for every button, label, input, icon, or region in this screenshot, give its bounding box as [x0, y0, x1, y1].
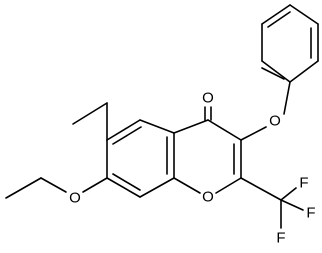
phenoxy-oxygen-label: O: [269, 113, 281, 130]
bond-ph1-ph2: [261, 60, 291, 83]
bond-ph3-ph4: [261, 4, 291, 25]
fluorine-bottom-label: F: [276, 230, 285, 247]
bond-ph4-ph5: [289, 4, 319, 25]
bond-ethoxy-ch2-ch3: [5, 177, 42, 199]
fluorine-top-label: F: [299, 175, 308, 192]
bond-ph6-ph1: [289, 60, 319, 83]
bond-ph3-ph4-inner: [267, 11, 291, 28]
bond-c8-c8a: [139, 177, 175, 198]
bond-cf3-f-right: [280, 199, 304, 211]
bond-layer: [5, 4, 319, 229]
fluorine-right-label: F: [306, 205, 315, 222]
bond-cf3-f-top: [280, 187, 297, 201]
bond-c4a-c5: [139, 119, 175, 134]
bond-c5-c6: [106, 119, 141, 141]
ring-oxygen-label: O: [202, 189, 214, 206]
bond-c4a-c4: [173, 119, 209, 134]
bond-c5-c6-inner: [112, 126, 142, 145]
bond-c7-c8-inner: [112, 173, 141, 191]
bond-c7-c8: [106, 177, 141, 198]
bond-o-phenoxy-ph: [283, 81, 291, 115]
bond-o-ethoxy-ch2: [40, 177, 67, 193]
atom-label-layer: O O O O F F F: [69, 90, 315, 247]
bond-c2-o1: [215, 177, 242, 194]
carbonyl-oxygen-label: O: [202, 90, 214, 107]
ethoxy-oxygen-label: O: [69, 190, 81, 207]
bond-c4-c3: [207, 119, 242, 141]
bond-o1-c8a: [173, 177, 201, 194]
bond-c2-cf3: [240, 177, 282, 201]
bond-c7-o-ethoxy: [82, 177, 108, 193]
bond-c3-o-phenoxy: [240, 126, 267, 141]
bond-ch2-ch3: [72, 102, 108, 125]
bond-ph1-ph2-inner: [261, 67, 285, 80]
